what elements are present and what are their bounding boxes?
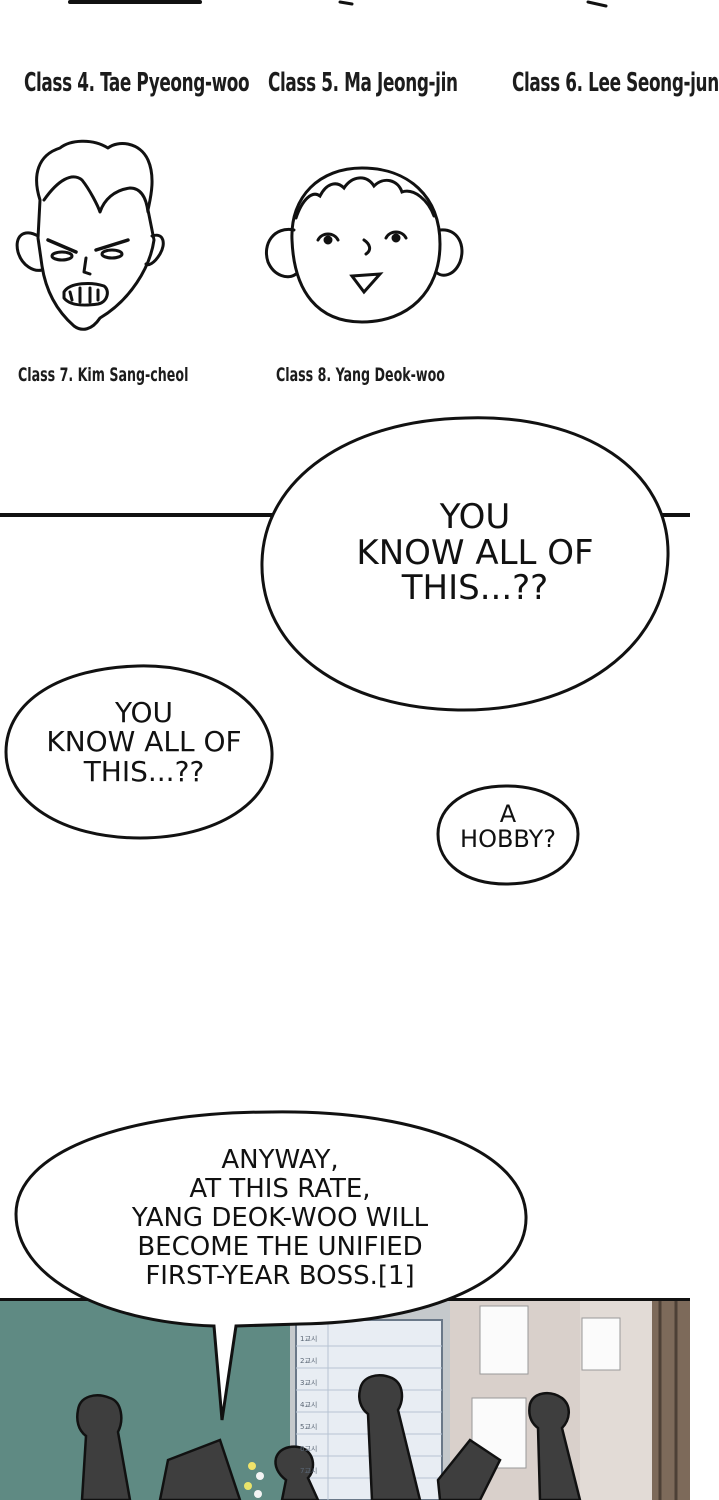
caption-class7: Class 7. Kim Sang-cheol: [18, 364, 189, 386]
speech-bubble-small: [436, 784, 580, 886]
speech-bubble-left: [4, 664, 274, 840]
bubble-line: BECOME THE UNIFIED: [137, 1232, 423, 1263]
bubble-line: AT THIS RATE,: [189, 1174, 371, 1205]
bubble-line: YOU: [439, 497, 511, 537]
caption-class6: Class 6. Lee Seong-jun: [512, 68, 719, 98]
portrait-kim-sang-cheol: [15, 139, 165, 331]
portrait-yang-deok-woo: [265, 166, 464, 324]
speech-bubble-bottom: [14, 1110, 528, 1421]
speech-bubble-large: [260, 416, 670, 712]
caption-class4: Class 4. Tae Pyeong-woo: [24, 68, 250, 98]
bubble-large-text: YOU KNOW ALL OF THIS...??: [330, 497, 620, 609]
bubble-bottom-text: ANYWAY, AT THIS RATE, YANG DEOK-WOO WILL…: [82, 1145, 478, 1292]
caption-class5: Class 5. Ma Jeong-jin: [268, 68, 458, 98]
bubble-line: KNOW ALL OF: [46, 725, 242, 759]
board-row: 5교시: [300, 1423, 318, 1431]
board-row: 6교시: [300, 1445, 318, 1453]
bubble-line: ANYWAY,: [221, 1145, 339, 1175]
bubble-small-text: A HOBBY?: [448, 800, 568, 854]
bubble-line: KNOW ALL OF: [356, 532, 594, 573]
bubble-line: THIS...??: [83, 754, 205, 788]
classroom-panel: [0, 1298, 690, 1500]
bubble-line: HOBBY?: [460, 825, 556, 854]
bubble-line: A: [499, 800, 517, 828]
bubble-line: YANG DEOK-WOO WILL: [131, 1203, 429, 1234]
bubble-line: FIRST-YEAR BOSS.[1]: [145, 1261, 415, 1292]
caption-class8: Class 8. Yang Deok-woo: [276, 364, 445, 386]
board-row: 4교시: [300, 1401, 318, 1409]
comic-artwork: [0, 0, 690, 1500]
bubble-left-text: YOU KNOW ALL OF THIS...??: [34, 696, 254, 788]
board-row: 2교시: [300, 1357, 318, 1365]
bubble-line: YOU: [114, 696, 174, 729]
board-row: 7교시: [300, 1467, 318, 1475]
board-row: 3교시: [300, 1379, 318, 1387]
schedule-board: 1교시 2교시 3교시 4교시 5교시 6교시 7교시: [300, 1328, 330, 1482]
board-row: 1교시: [300, 1335, 318, 1343]
bubble-line: THIS...??: [401, 568, 549, 609]
